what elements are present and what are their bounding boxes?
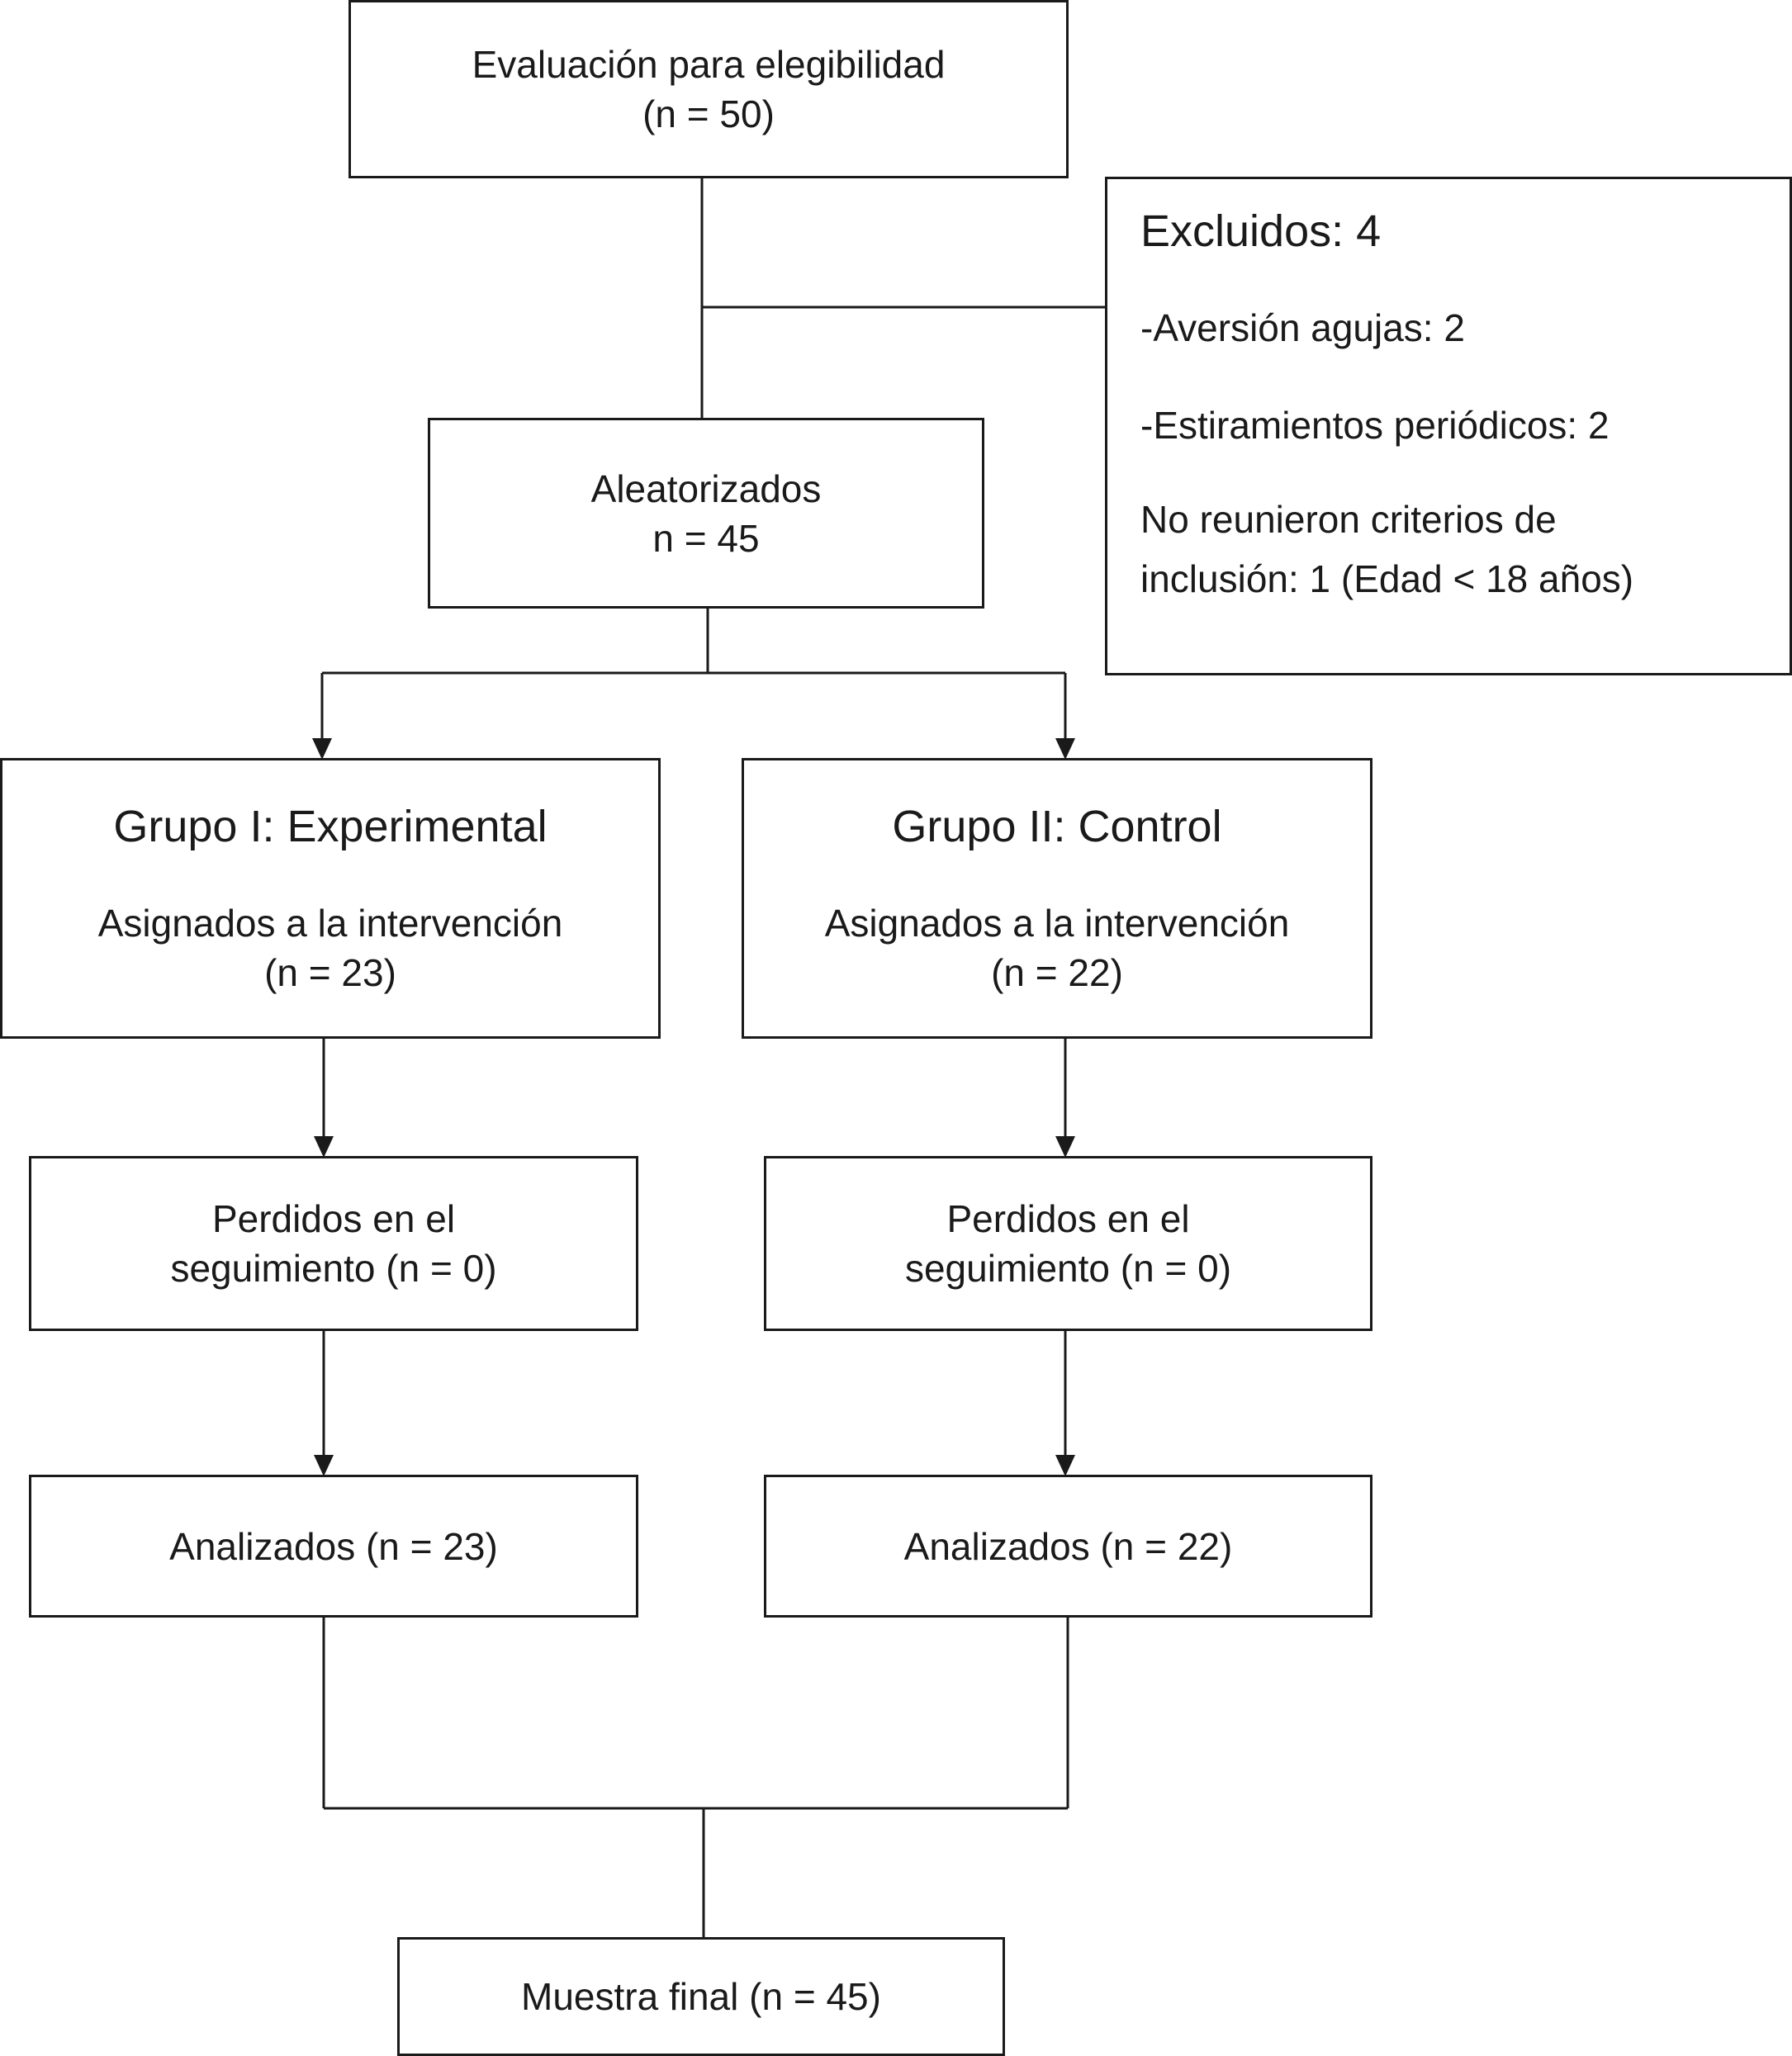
randomized-title: Aleatorizados	[590, 467, 822, 510]
excluded-reason: No reunieron criterios de	[1140, 498, 1557, 541]
group-2-lost-box: Perdidos en el seguimiento (n = 0)	[764, 1156, 1372, 1331]
excluded-reason: -Aversión agujas: 2	[1140, 306, 1465, 349]
excluded-reason: -Estiramientos periódicos: 2	[1140, 404, 1609, 447]
randomized-count: n = 45	[652, 516, 760, 560]
arrowhead-lost-1	[314, 1136, 334, 1158]
arrowhead-group-1	[312, 738, 332, 760]
arrowhead-analyzed-1	[314, 1455, 334, 1476]
eligibility-box: Evaluación para elegibilidad (n = 50)	[348, 0, 1069, 178]
group-1-lost-line2: seguimiento (n = 0)	[170, 1247, 497, 1290]
group-1-lost-box: Perdidos en el seguimiento (n = 0)	[29, 1156, 638, 1331]
group-1-title: Grupo I: Experimental	[113, 802, 548, 851]
group-2-analyzed-box: Analizados (n = 22)	[764, 1475, 1372, 1618]
eligibility-count: (n = 50)	[642, 92, 775, 135]
group-2-box: Grupo II: Control Asignados a la interve…	[742, 758, 1372, 1039]
excluded-title: Excluidos: 4	[1140, 206, 1382, 256]
group-1-lost-line1: Perdidos en el	[211, 1197, 456, 1240]
arrowhead-lost-2	[1055, 1136, 1075, 1158]
eligibility-title: Evaluación para elegibilidad	[472, 43, 946, 86]
excluded-reason: inclusión: 1 (Edad < 18 años)	[1140, 557, 1634, 600]
group-2-lost-line2: seguimiento (n = 0)	[904, 1247, 1232, 1290]
group-1-assigned-count: (n = 23)	[264, 951, 396, 994]
final-sample-label: Muestra final (n = 45)	[521, 1975, 881, 2018]
randomized-box: Aleatorizados n = 45	[428, 418, 984, 609]
group-2-analyzed: Analizados (n = 22)	[903, 1524, 1233, 1568]
final-sample-box: Muestra final (n = 45)	[397, 1937, 1005, 2056]
group-2-assigned: Asignados a la intervención	[824, 902, 1290, 945]
group-2-lost-line1: Perdidos en el	[946, 1197, 1190, 1240]
group-1-analyzed: Analizados (n = 23)	[169, 1524, 498, 1568]
group-1-analyzed-box: Analizados (n = 23)	[29, 1475, 638, 1618]
group-1-assigned: Asignados a la intervención	[97, 902, 563, 945]
group-1-box: Grupo I: Experimental Asignados a la int…	[0, 758, 661, 1039]
group-2-assigned-count: (n = 22)	[991, 951, 1123, 994]
arrowhead-analyzed-2	[1055, 1455, 1075, 1476]
group-2-title: Grupo II: Control	[892, 802, 1222, 851]
excluded-box: Excluidos: 4 -Aversión agujas: 2 -Estira…	[1105, 177, 1792, 675]
arrowhead-group-2	[1055, 738, 1075, 760]
